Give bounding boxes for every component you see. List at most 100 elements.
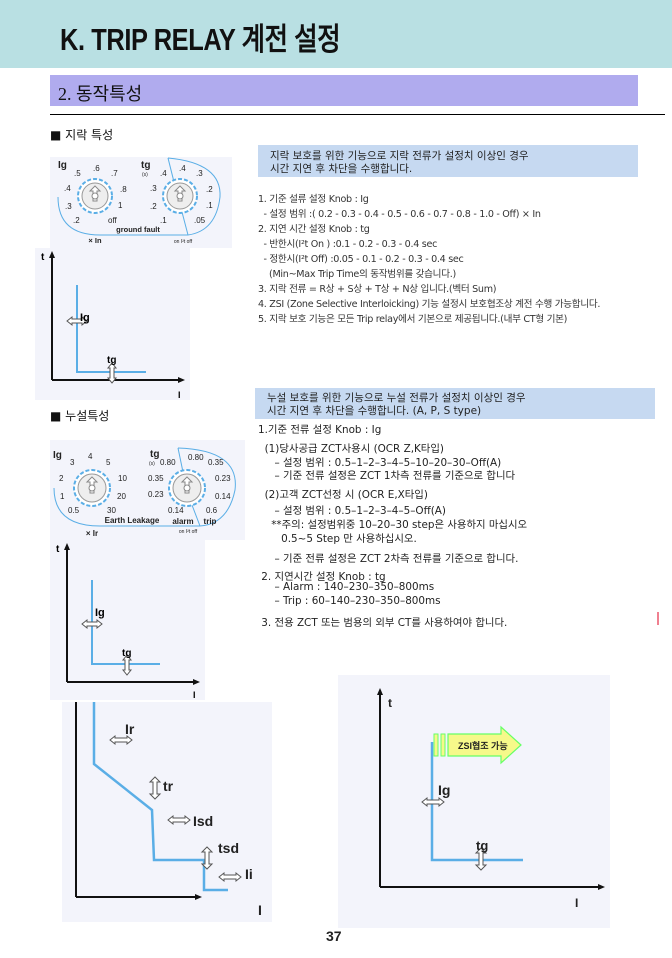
tg-dial-value: .3	[150, 184, 157, 193]
t-axis-label: t	[56, 544, 60, 555]
ig-dial-label: Ig	[58, 160, 67, 171]
description-line: (Min~Max Trip Time의 동작범위를 갖습니다.)	[258, 269, 456, 280]
tg-dial-value: 0.23	[148, 490, 164, 499]
tg-dial-value: 0.80	[188, 453, 204, 462]
ig-dial-value: .8	[120, 185, 127, 194]
multiplier-label: × Ir	[86, 529, 98, 538]
description-line: 3. 지락 전류 = R상 + S상 + T상 + N상 입니다.(벡터 Sum…	[258, 284, 497, 295]
trip-curve	[430, 742, 523, 862]
alarm-label: alarm	[172, 517, 193, 526]
tg-dial-label: tg	[141, 160, 150, 171]
ir-label: Ir	[125, 721, 135, 737]
tsd-adjust-arrow-icon	[200, 846, 214, 870]
ig-dial-value: .7	[111, 169, 118, 178]
ig-dial-value: 1	[118, 201, 123, 210]
ir-adjust-arrow-icon	[109, 734, 133, 746]
page-number: 37	[326, 928, 342, 944]
page-header: K. TRIP RELAY 계전 설정	[0, 0, 672, 68]
description-line: – 설정 범위 : 0.5–1–2–3–4–5–Off(A)	[258, 505, 446, 517]
ii-label: Ii	[245, 866, 253, 882]
margin-mark	[657, 612, 659, 625]
ig-dial-value: 3	[70, 458, 75, 467]
description-line: 2. 지연 시간 설정 Knob : tg	[258, 224, 370, 235]
tg-dial-value: .1	[160, 216, 167, 225]
ig-dial-value: .6	[93, 164, 100, 173]
isd-adjust-arrow-icon	[167, 814, 191, 826]
earth-leakage-dials: Ig 3 4 5 2 10 1 20 0.5 30 tg (s) 0.80 0.…	[53, 447, 236, 538]
ig-adjust-arrow-icon	[81, 618, 103, 630]
earth-leakage-graph: t I Ig tg	[50, 540, 205, 700]
tg-dial-value: 0.6	[206, 506, 218, 515]
tg-knob[interactable]	[162, 178, 198, 214]
tg-adjust-arrow-icon	[121, 654, 133, 676]
tg-knob[interactable]	[168, 469, 206, 507]
description-line: 1. 기준 설류 설정 Knob : Ig	[258, 194, 369, 205]
earth-leakage-summary: 누설 보호를 위한 기능으로 누설 전류가 설정치 이상인 경우 시간 지연 후…	[255, 388, 655, 419]
ig-label: Ig	[80, 312, 90, 324]
description-line: 1.기준 전류 설정 Knob : Ig	[258, 424, 382, 436]
tg-adjust-arrow-icon	[106, 362, 118, 384]
description-line: **주의: 설정범위중 10–20–30 step은 사용하지 마십시오	[258, 519, 528, 531]
tg-dial-value: 0.80	[160, 458, 176, 467]
ig-knob[interactable]	[73, 469, 111, 507]
tg-label: tg	[122, 648, 131, 659]
dial-caption: Earth Leakage	[105, 516, 160, 525]
overcurrent-trip-graph: Ir tr Isd tsd Ii I	[62, 702, 272, 922]
tg-dial-value: .2	[150, 202, 157, 211]
ig-dial-value: 2	[59, 474, 64, 483]
description-line: 0.5~5 Step 만 사용하십시오.	[258, 533, 417, 545]
ig-dial-value: .5	[74, 169, 81, 178]
i-axis-label: I	[193, 690, 196, 700]
tg-adjust-arrow-icon	[474, 847, 488, 871]
ig-adjust-arrow-icon	[66, 315, 88, 327]
page-title: K. TRIP RELAY 계전 설정	[60, 22, 341, 57]
summary-line: 누설 보호를 위한 기능으로 누설 전류가 설정치 이상인 경우	[267, 392, 526, 404]
ig-dial-value: .2	[73, 216, 80, 225]
ig-dial-value: 10	[118, 474, 127, 483]
tg-unit: (s)	[142, 172, 148, 178]
i2t-label: on I²t off	[174, 239, 193, 245]
tr-adjust-arrow-icon	[148, 776, 162, 800]
trip-curve	[92, 702, 228, 892]
tg-dial-value: .05	[194, 216, 206, 225]
trip-curve	[76, 285, 146, 373]
description-line: (1)당사공급 ZCT사용시 (OCR Z,K타입)	[258, 443, 444, 455]
earth-leakage-heading: ■ 누설특성	[50, 409, 110, 423]
dial-caption: ground fault	[116, 225, 160, 234]
tg-dial-value: .1	[206, 201, 213, 210]
summary-line: 지락 보호를 위한 기능으로 지락 전류가 설정치 이상인 경우	[270, 150, 529, 162]
tg-dial-value: .4	[160, 169, 167, 178]
ig-dial-value: .3	[65, 202, 72, 211]
ig-dial-label: Ig	[53, 450, 62, 461]
description-line: - 설정 범위 :( 0.2 - 0.3 - 0.4 - 0.5 - 0.6 -…	[258, 209, 541, 220]
ii-adjust-arrow-icon	[218, 871, 242, 883]
description-line: – 기준 전류 설정은 ZCT 1차측 전류를 기준으로 합니다	[258, 470, 516, 482]
i-axis-label: I	[178, 390, 181, 400]
ground-fault-graph: t I Ig tg	[35, 248, 190, 400]
section-bar: 2. 동작특성	[50, 75, 638, 106]
tg-dial-value: 0.35	[148, 474, 164, 483]
trip-label: trip	[204, 517, 217, 526]
ig-dial-value: .4	[64, 184, 71, 193]
description-line: 2. 지연시간 설정 Knob : tg	[258, 571, 386, 583]
tg-dial-value: 0.14	[215, 492, 231, 501]
multiplier-label: × In	[88, 236, 102, 245]
ig-knob[interactable]	[77, 178, 113, 214]
description-line: (2)고객 ZCT선정 시 (OCR E,X타입)	[258, 489, 428, 501]
summary-line: 시간 지연 후 차단을 수행합니다.	[270, 163, 413, 175]
ig-dial-value: off	[108, 216, 118, 225]
zsi-graph: ZSI협조 가능 t Ig tg I	[338, 675, 610, 928]
ground-fault-heading: ■ 지락 특성	[50, 128, 114, 142]
trip-curve	[91, 580, 160, 665]
ig-label: Ig	[95, 607, 105, 619]
tg-dial-value: .3	[196, 169, 203, 178]
description-line: 3. 전용 ZCT 또는 범용의 외부 CT를 사용하여야 합니다.	[258, 617, 508, 629]
tg-dial-value: 0.14	[168, 506, 184, 515]
tg-dial-value: 0.35	[208, 458, 224, 467]
description-line: - 정한시(I²t Off) :0.05 - 0.1 - 0.2 - 0.3 -…	[258, 254, 464, 265]
tg-dial-label: tg	[150, 449, 159, 460]
ig-dial-value: 4	[88, 452, 93, 461]
earth-leakage-dial-panel: Ig 3 4 5 2 10 1 20 0.5 30 tg (s) 0.80 0.…	[50, 440, 245, 540]
description-line: 4. ZSI (Zone Selective Interloicking) 기능…	[258, 299, 601, 310]
t-axis-label: t	[388, 696, 392, 710]
